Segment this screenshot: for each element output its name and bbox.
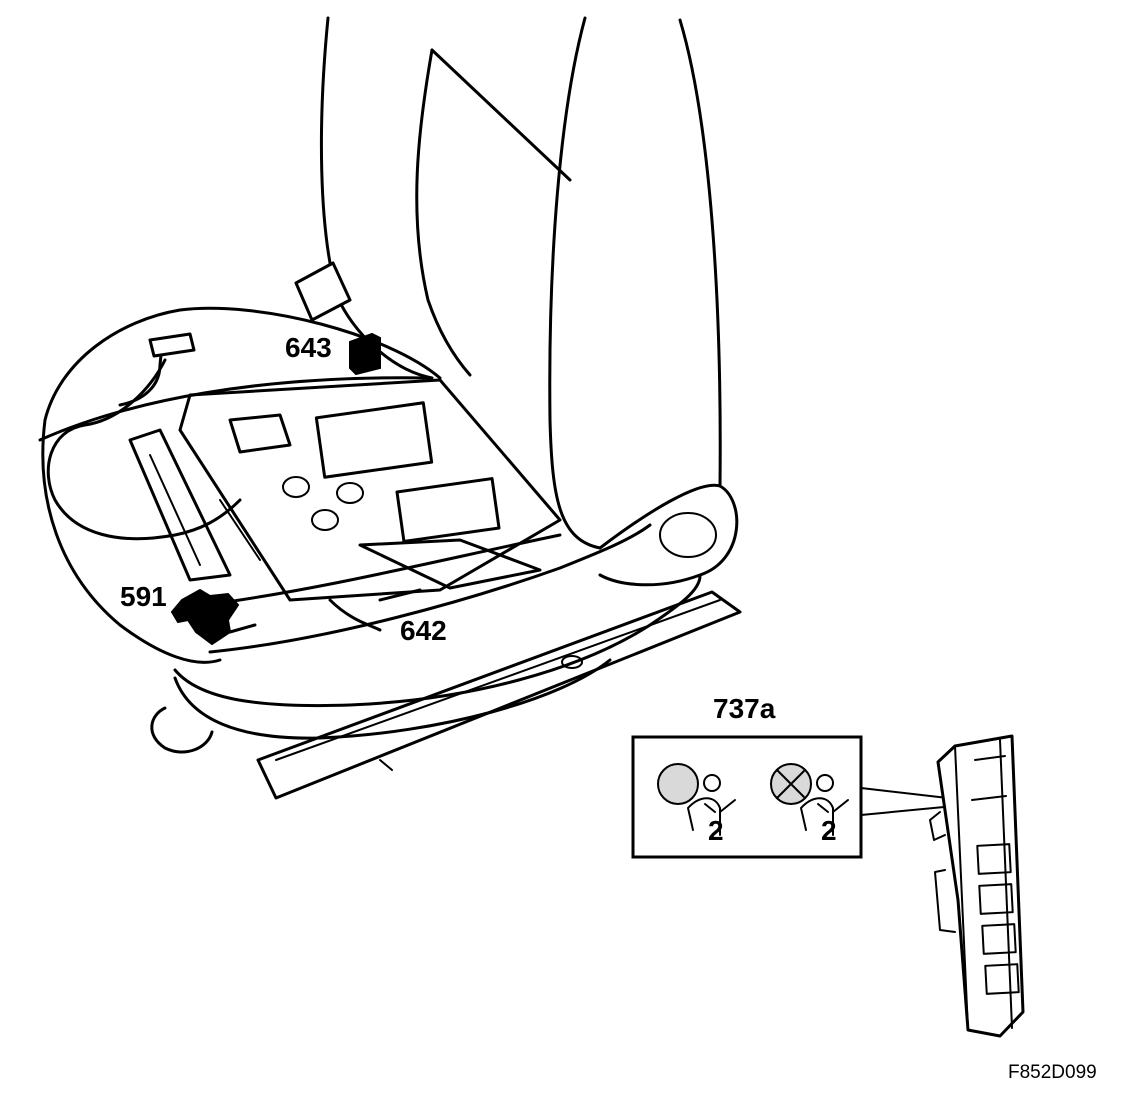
sensor-mat — [128, 378, 562, 602]
label-642: 642 — [400, 615, 447, 646]
passenger-airbag-on-icon — [657, 763, 736, 836]
passenger-airbag-off-icon — [770, 763, 849, 836]
wiring-harness — [46, 332, 422, 632]
left-indicator-number: 2 — [708, 815, 724, 846]
seat-cushion — [38, 306, 739, 754]
figure-id: F852D099 — [1008, 1062, 1097, 1083]
switch-module-737a — [929, 734, 1025, 1038]
seat-rail — [256, 590, 742, 800]
component-643-sensor — [349, 332, 381, 376]
label-737a: 737a — [713, 693, 776, 724]
right-indicator-number: 2 — [821, 815, 837, 846]
backrest-bracket — [294, 261, 352, 322]
component-591-module — [170, 588, 257, 646]
label-643: 643 — [285, 332, 332, 363]
label-591: 591 — [120, 581, 167, 612]
